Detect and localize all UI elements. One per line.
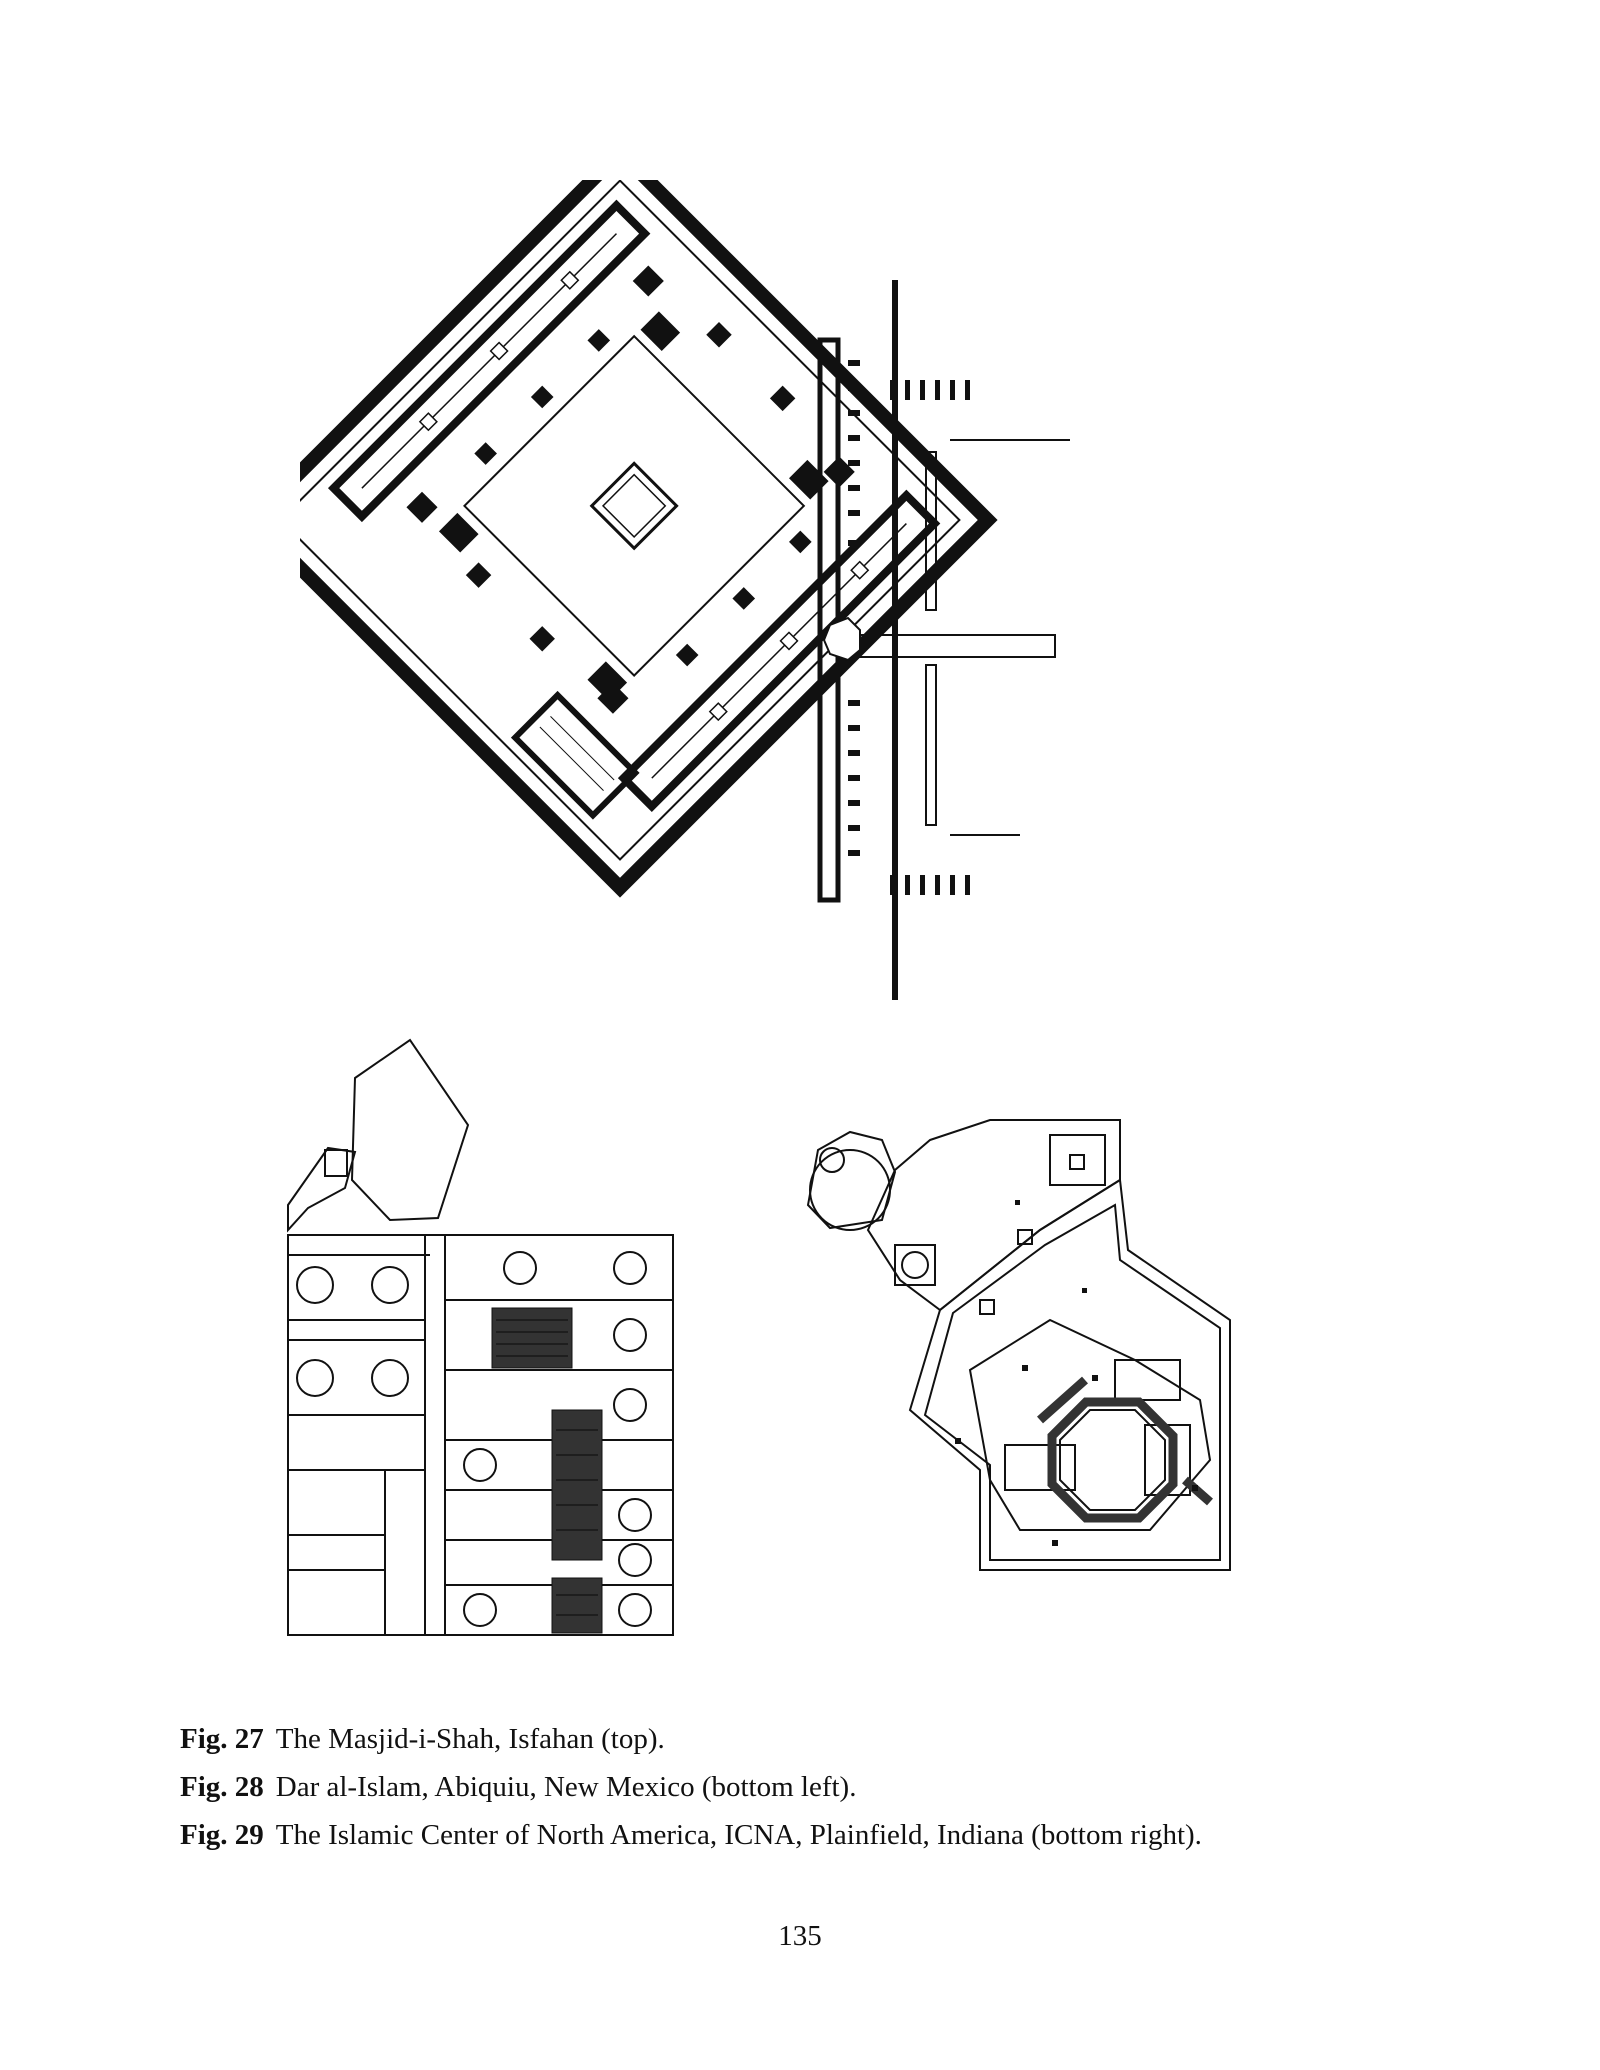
figure-number: Fig. 27 — [180, 1723, 264, 1755]
caption-text: The Masjid-i-Shah, Isfahan (top). — [275, 1723, 665, 1755]
caption-text: Dar al-Islam, Abiquiu, New Mexico (botto… — [275, 1771, 857, 1803]
page-number: 135 — [778, 1920, 822, 1952]
caption-fig-28: Fig. 28 Dar al-Islam, Abiquiu, New Mexico… — [180, 1763, 1440, 1811]
dar-al-islam-floor-plan — [287, 1038, 674, 1636]
caption-text: The Islamic Center of North America, ICN… — [275, 1819, 1202, 1851]
caption-fig-27: Fig. 27 The Masjid-i-Shah, Isfahan (top). — [180, 1715, 1440, 1763]
figure-captions: Fig. 27 The Masjid-i-Shah, Isfahan (top).… — [180, 1715, 1440, 1859]
icna-floor-plan — [806, 1119, 1231, 1571]
figure-number: Fig. 29 — [180, 1819, 264, 1851]
masjid-i-shah-floor-plan — [300, 180, 1070, 1000]
caption-fig-29: Fig. 29 The Islamic Center of North Ameri… — [180, 1811, 1440, 1859]
figure-number: Fig. 28 — [180, 1771, 264, 1803]
